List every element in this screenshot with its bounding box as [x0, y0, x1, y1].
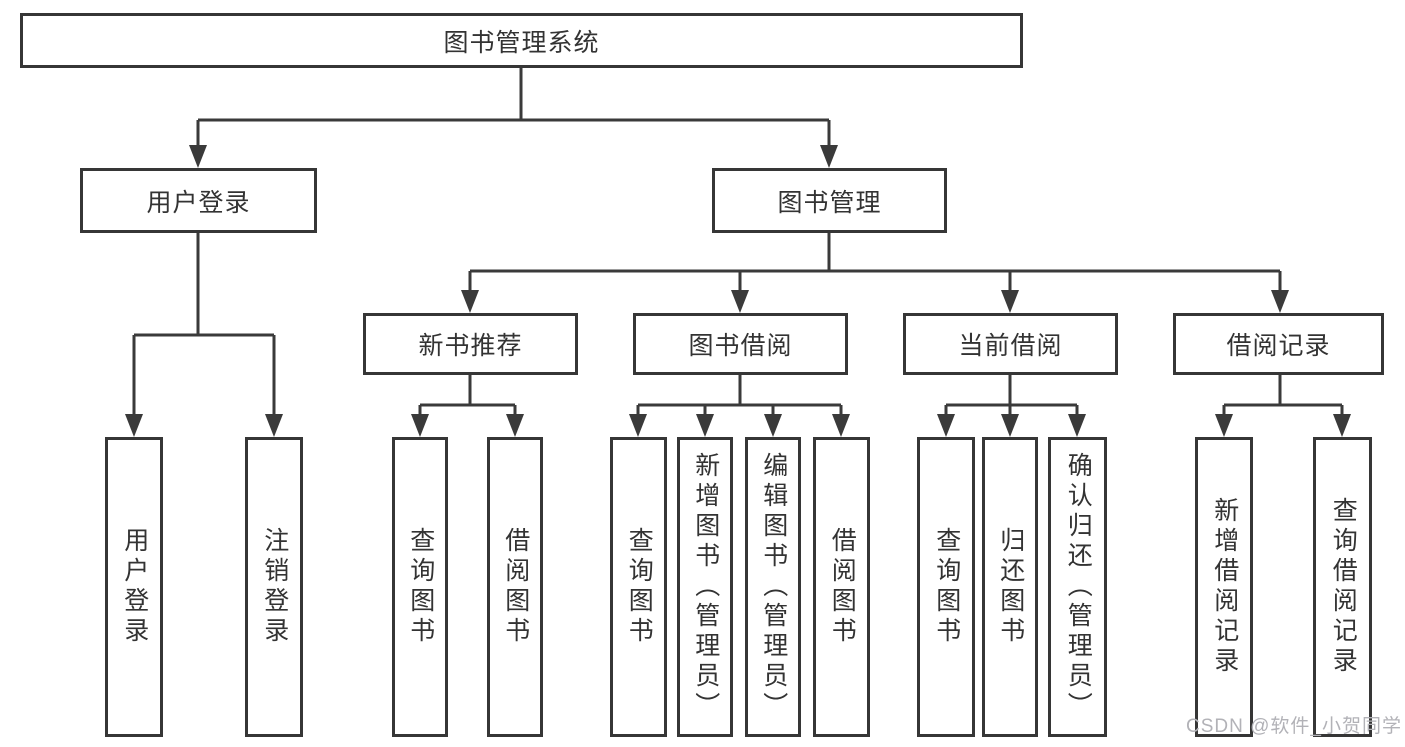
leaf-return-book: 归还图书 [982, 437, 1038, 737]
node-user-login: 用户登录 [80, 168, 317, 233]
csdn-watermark: CSDN @软件_小贺同学 [1186, 716, 1402, 737]
node-label: 图书管理 [777, 188, 882, 217]
node-label: 查询图书 [932, 527, 961, 647]
leaf-query-books-3: 查询图书 [917, 437, 975, 737]
node-label: 编辑图书（管理员） [759, 452, 788, 722]
node-label: 注销登录 [260, 527, 289, 647]
node-borrow-records: 借阅记录 [1173, 313, 1384, 375]
leaf-logout: 注销登录 [245, 437, 303, 737]
node-label: 新书推荐 [418, 332, 523, 360]
node-label: 当前借阅 [958, 332, 1063, 360]
leaf-borrow-books-1: 借阅图书 [487, 437, 543, 737]
node-current-borrow: 当前借阅 [903, 313, 1118, 375]
leaf-confirm-return-admin: 确认归还（管理员） [1048, 437, 1107, 737]
leaf-query-books-2: 查询图书 [610, 437, 667, 737]
leaf-add-borrow-record: 新增借阅记录 [1195, 437, 1253, 737]
node-label: 借阅图书 [501, 527, 530, 647]
node-label: 用户登录 [146, 188, 251, 217]
node-label: 图书管理系统 [443, 28, 600, 57]
node-label: 查询图书 [406, 527, 435, 647]
node-label: 新增图书（管理员） [691, 452, 720, 722]
node-library-system: 图书管理系统 [20, 13, 1023, 68]
leaf-borrow-books-2: 借阅图书 [813, 437, 870, 737]
node-label: 确认归还（管理员） [1064, 452, 1093, 722]
node-label: 归还图书 [996, 527, 1025, 647]
leaf-query-books-1: 查询图书 [392, 437, 448, 737]
leaf-add-book-admin: 新增图书（管理员） [677, 437, 733, 737]
node-label: 新增借阅记录 [1210, 497, 1239, 677]
node-book-borrow: 图书借阅 [633, 313, 848, 375]
leaf-query-borrow-record: 查询借阅记录 [1313, 437, 1372, 737]
node-book-management: 图书管理 [712, 168, 947, 233]
node-label: 图书借阅 [688, 332, 793, 360]
node-label: 用户登录 [120, 527, 149, 647]
node-label: 借阅图书 [828, 527, 857, 647]
leaf-edit-book-admin: 编辑图书（管理员） [745, 437, 801, 737]
leaf-user-login: 用户登录 [105, 437, 163, 737]
node-label: 查询图书 [625, 527, 654, 647]
node-label: 查询借阅记录 [1329, 497, 1358, 677]
node-label: 借阅记录 [1226, 332, 1331, 360]
node-new-book-recommend: 新书推荐 [363, 313, 578, 375]
